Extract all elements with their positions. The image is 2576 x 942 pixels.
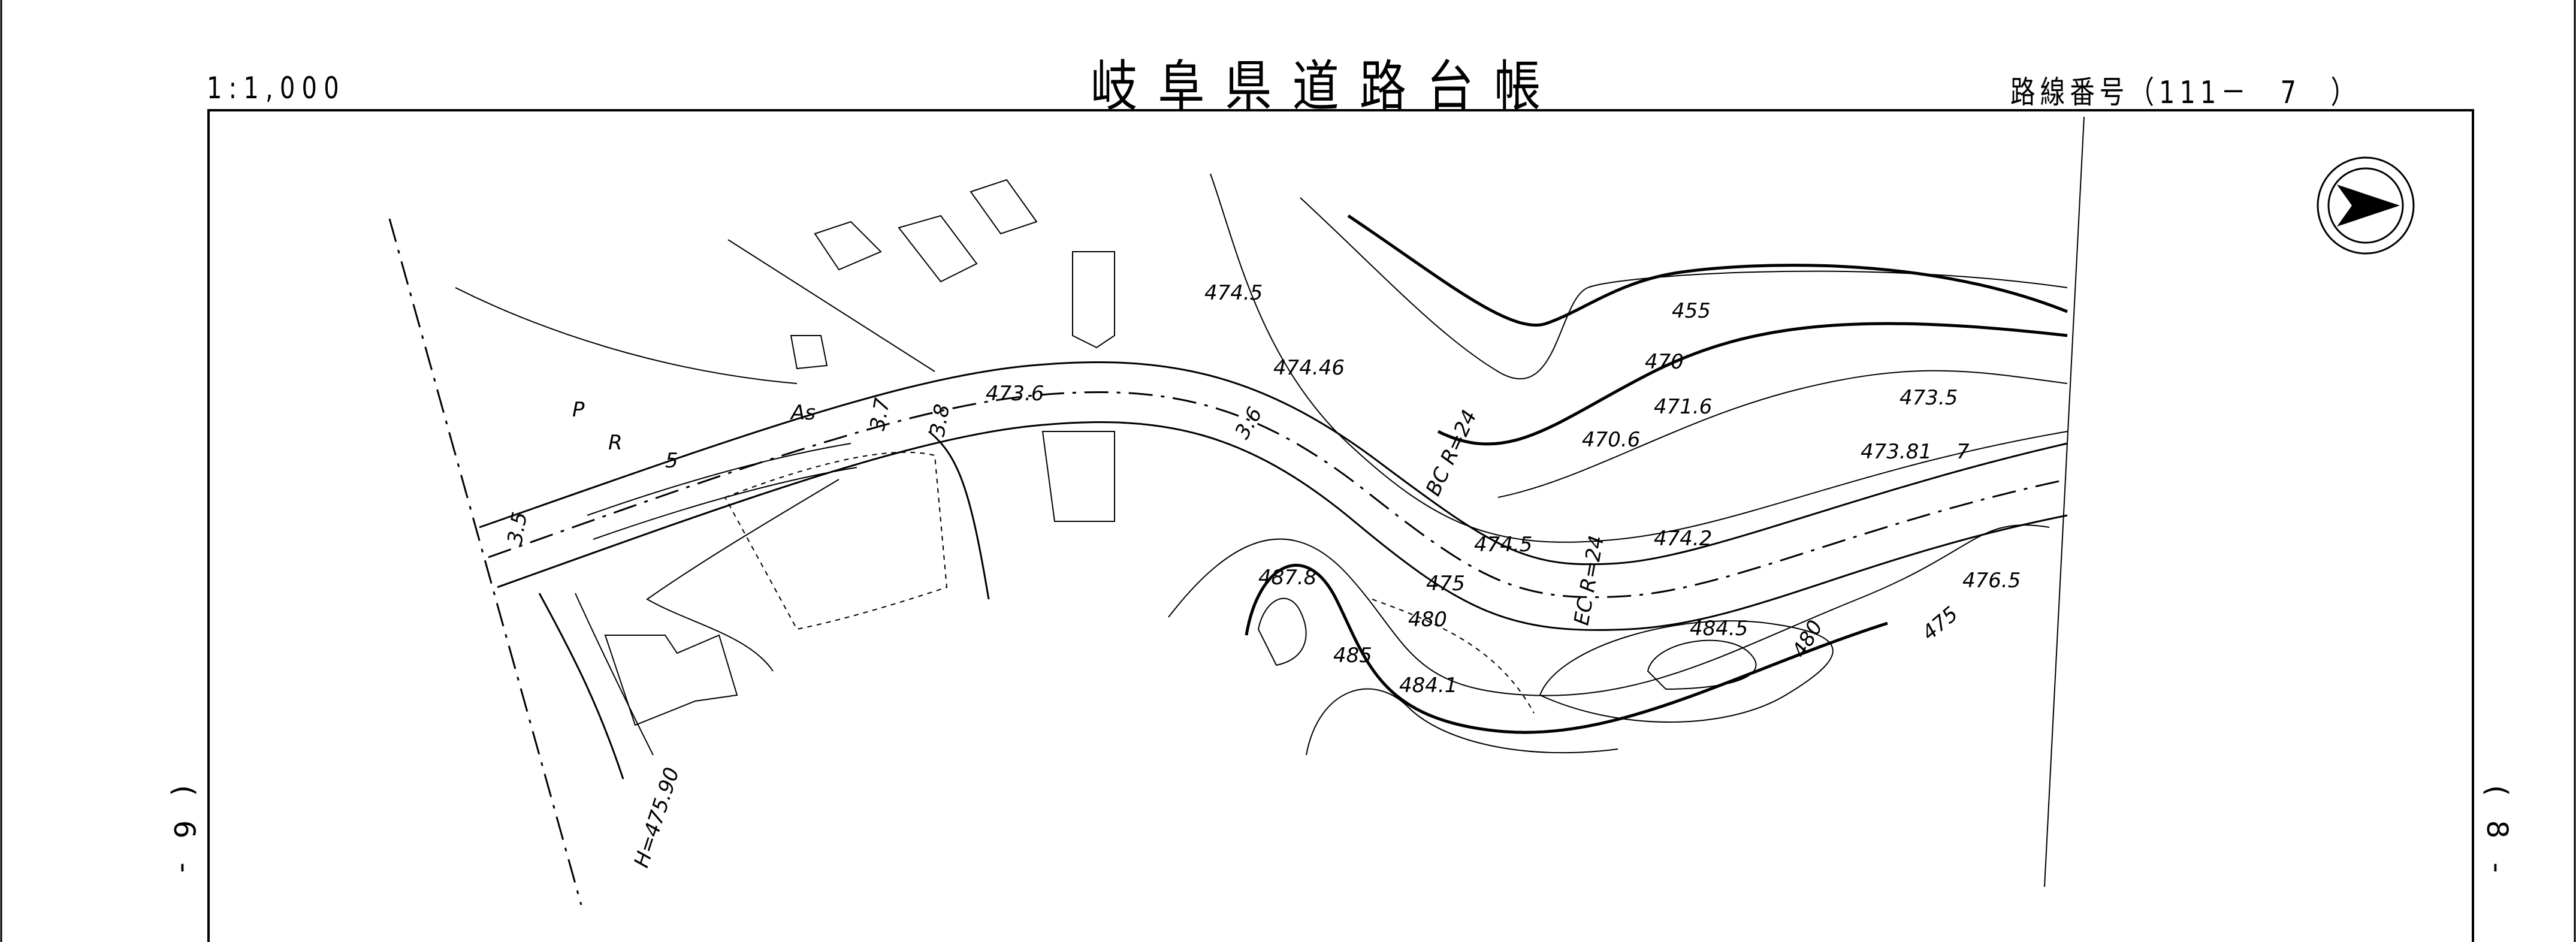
station-label: 7	[1956, 440, 1970, 464]
elevation-label: 474.2	[1654, 527, 1712, 551]
contour-label: 480	[1408, 608, 1447, 632]
curve-label: BC R=24	[1421, 406, 1482, 500]
elevation-label: 473.5	[1899, 386, 1958, 410]
page-title: 岐阜県道路台帳	[1091, 55, 1562, 119]
height-label: H=475.90	[630, 765, 685, 871]
contour-label: 485	[1333, 644, 1372, 668]
elevation-label: 474.5	[1474, 533, 1532, 557]
main-road	[479, 361, 2068, 631]
elevation-label: 484.5	[1690, 617, 1748, 641]
sheet-match-line	[2044, 116, 2085, 887]
elevation-label: 476.5	[1962, 569, 2021, 593]
side-streets	[455, 179, 1115, 780]
elevation-label: 474.5	[1204, 281, 1263, 305]
route-number-label: 路線番号（111－ 7 ）	[2010, 75, 2361, 111]
elevation-label: 471.6	[1654, 395, 1712, 419]
elevation-label: 470.6	[1582, 428, 1640, 452]
contour-lines	[1168, 173, 2068, 756]
contour-label: 470	[1645, 350, 1684, 374]
road-width-label: 5	[665, 449, 678, 473]
map-symbol-label: P	[572, 398, 585, 422]
road-width-label: 3.8	[925, 402, 955, 438]
road-width-label: 3.5	[503, 510, 532, 546]
contour-label: 475	[1426, 572, 1465, 596]
boundary-line-left	[388, 218, 582, 905]
elevation-label: 487.8	[1258, 566, 1316, 590]
map-frame	[207, 109, 2474, 942]
elevation-label: 473.81	[1861, 440, 1932, 464]
side-road	[727, 239, 935, 372]
road-width-label: 3.7	[865, 396, 895, 433]
elevation-label: 484.1	[1399, 674, 1457, 698]
elevation-label: 473.6	[986, 382, 1044, 406]
contour-label: 475	[1917, 602, 1962, 645]
contour-label: 480	[1787, 616, 1828, 662]
map-symbol-label: R	[608, 431, 623, 455]
contour-label: 455	[1672, 299, 1711, 323]
north-arrow-icon	[2317, 156, 2415, 255]
curve-label: EC R=24	[1569, 534, 1609, 627]
scale-label: 1:1,000	[207, 71, 346, 105]
road-width-label: 3.6	[1230, 403, 1267, 443]
elevation-label: 474.46	[1273, 356, 1345, 380]
pavement-label: As	[790, 401, 816, 425]
